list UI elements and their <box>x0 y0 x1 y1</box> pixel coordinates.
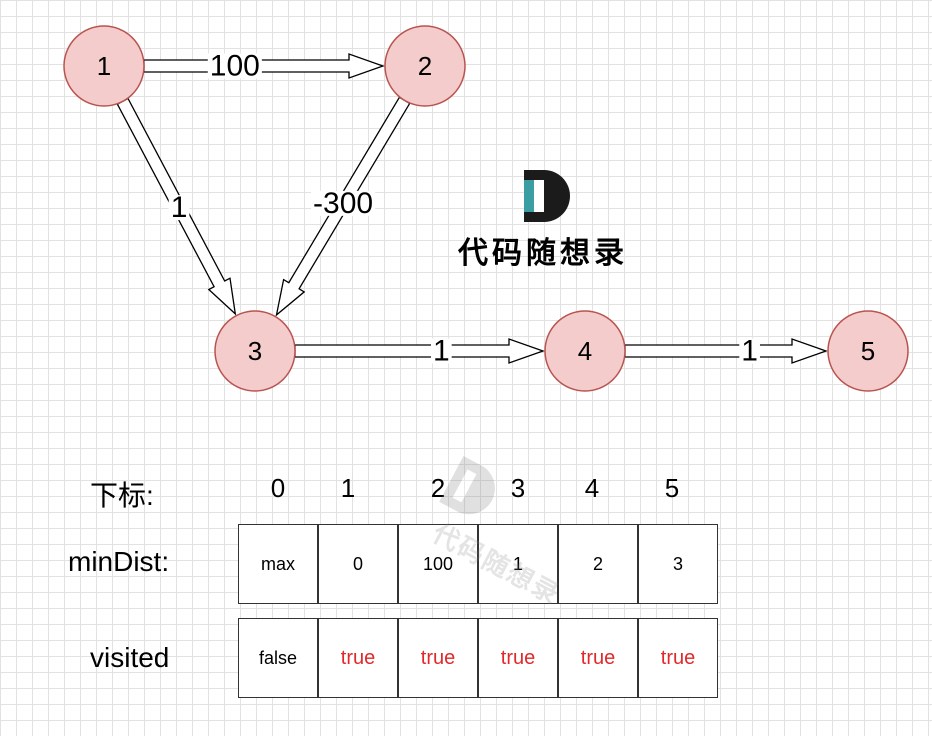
edge-weight-bg <box>430 338 452 364</box>
min-dist-label: minDist: <box>68 546 170 577</box>
node-label: 5 <box>861 336 875 366</box>
visited-label: visited <box>90 642 170 673</box>
node-circle <box>63 25 145 107</box>
index-number: 5 <box>664 473 680 503</box>
visited-cell: true <box>558 618 638 698</box>
graph-node-1: 1 <box>63 25 145 107</box>
edge-weight-3-4: 1 <box>433 335 450 368</box>
visited-cell: true <box>478 618 558 698</box>
min-dist-cell: 100 <box>398 524 478 604</box>
index-number: 3 <box>510 473 526 503</box>
edge-weight-bg <box>207 53 262 79</box>
node-label: 3 <box>248 336 262 366</box>
logo-icon <box>524 170 572 222</box>
min-dist-cell: 0 <box>318 524 398 604</box>
visited-cell: true <box>638 618 718 698</box>
index-number: 2 <box>430 473 446 503</box>
node-label: 1 <box>97 51 111 81</box>
edge-arrow-1-2 <box>143 53 385 79</box>
node-label: 2 <box>418 51 432 81</box>
graph-diagram: 100 1 -300 1 1 1 2 3 4 5 <box>63 25 909 392</box>
graph-node-4: 4 <box>544 310 626 392</box>
edge-weight-4-5: 1 <box>741 335 758 368</box>
visited-cell: false <box>238 618 318 698</box>
graph-node-2: 2 <box>384 25 466 107</box>
graph-node-5: 5 <box>827 310 909 392</box>
visited-cell: true <box>398 618 478 698</box>
index-number: 4 <box>584 473 600 503</box>
edge-arrow-3-4 <box>294 338 545 364</box>
node-label: 4 <box>578 336 592 366</box>
edge-weight-bg <box>311 190 376 216</box>
node-circle <box>544 310 626 392</box>
watermark: 代码随想录 <box>402 455 604 646</box>
graph-node-3: 3 <box>214 310 296 392</box>
visited-cell: true <box>318 618 398 698</box>
node-circle <box>384 25 466 107</box>
edge-weight-2-3: -300 <box>313 187 373 220</box>
min-dist-cell: 2 <box>558 524 638 604</box>
edge-weight-1-2: 100 <box>210 50 260 83</box>
min-dist-cell: 3 <box>638 524 718 604</box>
min-dist-cell: 1 <box>478 524 558 604</box>
edges-layer: 100 1 -300 1 1 <box>116 50 828 368</box>
logo-text: 代码随想录 <box>458 236 628 271</box>
index-label: 下标: <box>90 480 154 511</box>
node-circle <box>214 310 296 392</box>
nodes-layer: 1 2 3 4 5 <box>63 25 909 392</box>
edge-arrow-4-5 <box>624 338 828 364</box>
index-number: 1 <box>340 473 356 503</box>
index-number: 0 <box>270 473 286 503</box>
node-circle <box>827 310 909 392</box>
edge-weight-bg <box>168 195 190 221</box>
edge-weight-bg <box>739 338 760 364</box>
min-dist-cell: max <box>238 524 318 604</box>
edge-weight-1-3: 1 <box>171 191 188 224</box>
